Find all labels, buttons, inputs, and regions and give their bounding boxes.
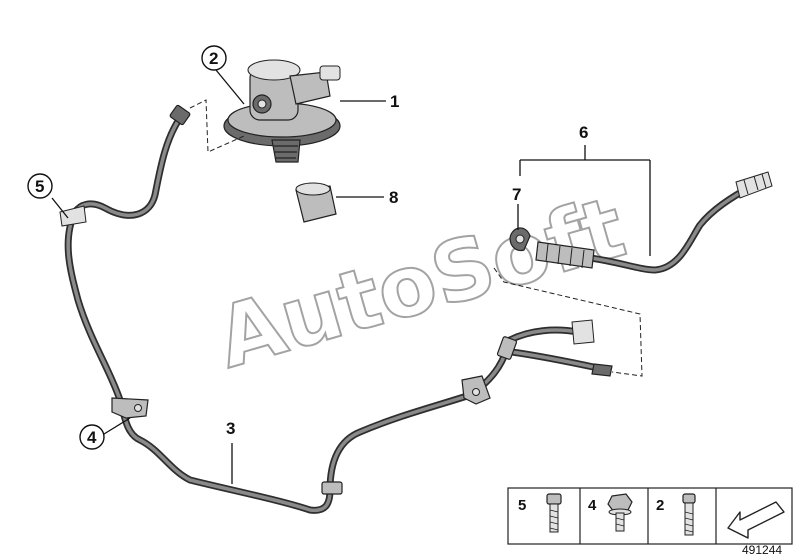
pipe-clip-branch — [496, 336, 518, 360]
hex-bolt-icon — [607, 493, 633, 532]
diagram-id: 491244 — [742, 543, 782, 557]
fastener-legend: 5 4 2 — [507, 487, 793, 545]
fastener-number-5: 5 — [518, 497, 526, 514]
callout-4: 4 — [87, 428, 97, 447]
pipe-clip-part-7 — [509, 227, 531, 252]
fastener-number-4: 4 — [588, 497, 597, 514]
pipe-bracket-right — [461, 375, 491, 405]
dashed-connection-pump — [189, 99, 245, 153]
callout-8: 8 — [389, 188, 398, 207]
fastener-number-2: 2 — [656, 497, 664, 514]
pump-tappet-part-8 — [295, 182, 337, 223]
pipe-clip-upper-left — [59, 205, 87, 227]
callout-1: 1 — [390, 92, 399, 111]
pipe-fitting-right-end — [571, 319, 613, 377]
watermark-text: AutoSoft — [207, 178, 635, 387]
socket-head-screw-icon — [546, 493, 562, 533]
callout-7: 7 — [512, 185, 521, 204]
callout-2: 2 — [209, 49, 218, 68]
fuel-line-long — [64, 114, 602, 514]
arrow-icon — [727, 501, 785, 539]
callout-5: 5 — [35, 177, 44, 196]
callout-4-circle — [79, 424, 105, 450]
callout-3: 3 — [226, 419, 235, 438]
fuel-line-short — [535, 171, 773, 274]
high-pressure-pump — [223, 59, 341, 163]
callout-leaders — [51, 69, 651, 484]
pipe-bracket-mid-left — [111, 397, 149, 419]
dashed-connection-lines — [493, 267, 643, 377]
callout-5-circle — [27, 173, 53, 199]
pipe-fitting-top — [169, 104, 191, 126]
callout-2-circle — [201, 45, 227, 71]
stud-bolt-icon — [682, 493, 696, 536]
callout-6: 6 — [579, 123, 588, 142]
pipe-clip-bottom — [321, 481, 343, 495]
